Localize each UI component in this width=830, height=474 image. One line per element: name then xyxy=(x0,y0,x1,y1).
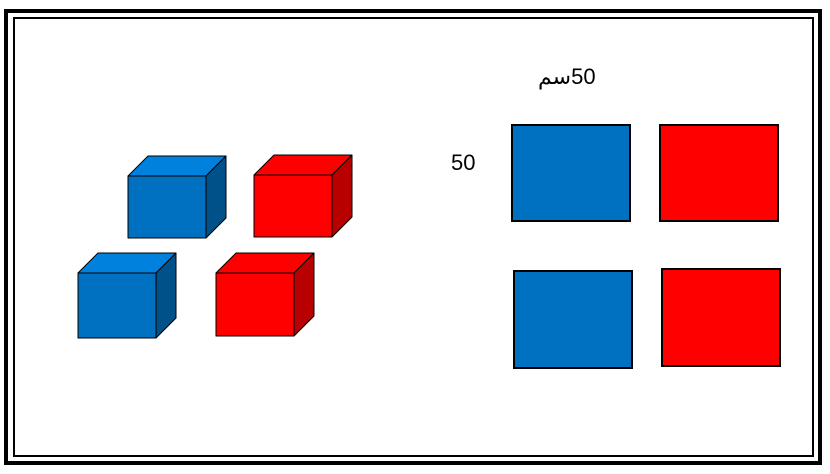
width-label: 50سم xyxy=(538,66,596,88)
cube-red-front-front-face xyxy=(216,273,294,336)
cube-red-front xyxy=(216,253,314,336)
cube-blue-front-front-face xyxy=(78,273,156,338)
square-blue-bottom xyxy=(513,270,633,369)
square-blue-top xyxy=(511,124,631,222)
cube-red-back-front-face xyxy=(254,175,332,237)
height-label: 50 xyxy=(451,152,475,174)
cube-blue-back-front-face xyxy=(128,176,206,238)
square-red-top xyxy=(659,124,779,222)
cube-blue-back xyxy=(128,156,226,238)
cube-blue-front xyxy=(78,253,176,338)
square-red-bottom xyxy=(661,268,781,367)
cube-red-back xyxy=(254,155,352,237)
